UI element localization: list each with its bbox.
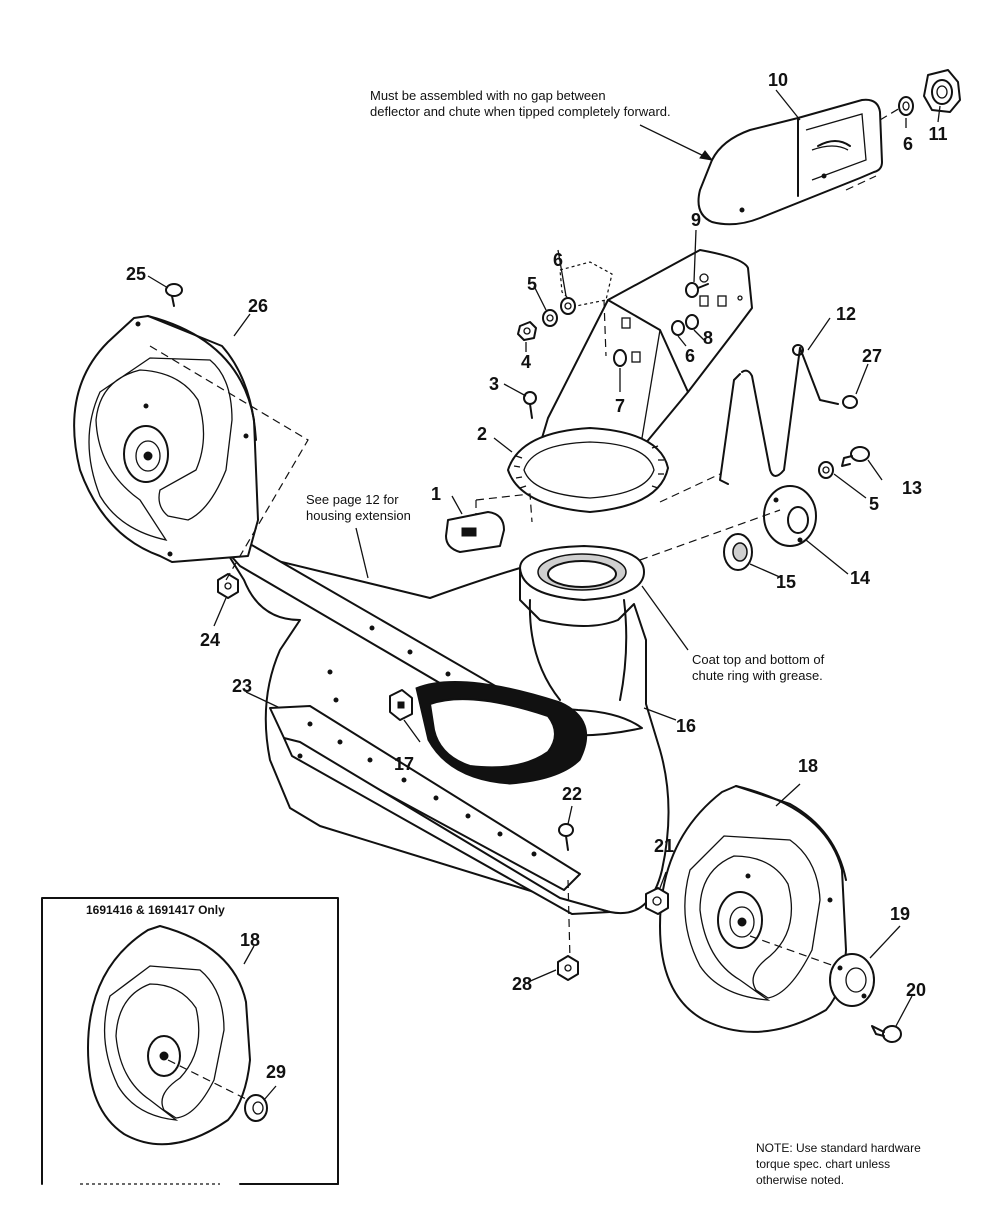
- part-label-9: 9: [691, 210, 701, 230]
- part-label-15: 15: [776, 572, 796, 592]
- bearing-15: [723, 533, 753, 571]
- part-label-8: 8: [703, 328, 713, 348]
- inset-side-plate: [87, 925, 251, 1146]
- part-label-22: 22: [562, 784, 582, 804]
- clip-17: [389, 689, 413, 721]
- spring-12: [719, 344, 839, 485]
- part-label-25: 25: [126, 264, 146, 284]
- housing-extension-note: See page 12 for housing extension: [306, 492, 411, 523]
- part-label-18-main: 18: [798, 756, 818, 776]
- part-label-6-top: 6: [903, 134, 913, 154]
- knob-11: [923, 69, 961, 113]
- nut-7: [613, 349, 627, 367]
- nut-4: [517, 321, 537, 341]
- grease-note: Coat top and bottom of chute ring with g…: [692, 652, 825, 683]
- deflector: [697, 98, 883, 226]
- hub-19: [829, 953, 875, 1007]
- part-label-6-mid: 6: [685, 346, 695, 366]
- part-label-10: 10: [768, 70, 788, 90]
- chute-ring: [507, 427, 669, 513]
- bolt-20: [871, 1025, 902, 1043]
- part-label-23: 23: [232, 676, 252, 696]
- part-label-3: 3: [489, 374, 499, 394]
- part-label-20: 20: [906, 980, 926, 1000]
- part-label-7: 7: [615, 396, 625, 416]
- part-label-21: 21: [654, 836, 674, 856]
- side-plate-left: [73, 315, 259, 563]
- washer-8: [685, 314, 699, 330]
- inset-title: 1691416 & 1691417 Only: [86, 903, 225, 917]
- screw-25: [165, 283, 183, 307]
- part-label-11: 11: [928, 124, 947, 144]
- part-label-27: 27: [862, 346, 882, 366]
- torque-note: NOTE: Use standard hardware torque spec.…: [756, 1141, 921, 1187]
- part-label-1: 1: [431, 484, 441, 504]
- bolt-22: [558, 823, 574, 851]
- washer-6-mid: [671, 320, 685, 336]
- key-1: [445, 511, 505, 553]
- washer-5-right: [818, 461, 834, 479]
- deflector-note: Must be assembled with no gap between de…: [370, 88, 671, 119]
- washer-6-top: [898, 96, 914, 116]
- part-label-12: 12: [836, 304, 856, 324]
- chute-bracket-outline: [559, 261, 613, 307]
- nut-28: [557, 955, 579, 981]
- housing: [223, 543, 670, 915]
- bolt-13: [841, 446, 870, 467]
- part-label-5-left: 5: [527, 274, 537, 294]
- washer-5-left: [542, 309, 558, 327]
- part-label-24: 24: [200, 630, 220, 650]
- part-label-18-inset: 18: [240, 930, 260, 950]
- side-plate-right: [659, 785, 847, 1033]
- part-label-6-left: 6: [553, 250, 563, 270]
- part-label-4: 4: [521, 352, 531, 372]
- part-label-28: 28: [512, 974, 532, 994]
- bolt-9: [685, 282, 709, 298]
- screw-3: [523, 391, 537, 419]
- deflector-note-arrow: [639, 124, 713, 161]
- part-label-17: 17: [394, 754, 414, 774]
- part-label-2: 2: [477, 424, 487, 444]
- part-label-29: 29: [266, 1062, 286, 1082]
- part-number-labels: 1 2 3 4 5 5 6 6 6 7 8 9 10 11 12 13 14 1…: [126, 70, 948, 1082]
- nut-27: [842, 395, 858, 409]
- leader-lines: [147, 89, 941, 1101]
- nut-21: [645, 887, 669, 915]
- bushing-29: [244, 1094, 268, 1122]
- part-label-14: 14: [850, 568, 870, 588]
- part-label-26: 26: [248, 296, 268, 316]
- part-label-13: 13: [902, 478, 922, 498]
- nut-24: [217, 573, 239, 599]
- part-label-19: 19: [890, 904, 910, 924]
- plate-14: [763, 485, 817, 547]
- part-label-5-right: 5: [869, 494, 879, 514]
- part-label-16: 16: [676, 716, 696, 736]
- inset-box: [41, 897, 339, 1185]
- washer-6-left: [560, 297, 576, 315]
